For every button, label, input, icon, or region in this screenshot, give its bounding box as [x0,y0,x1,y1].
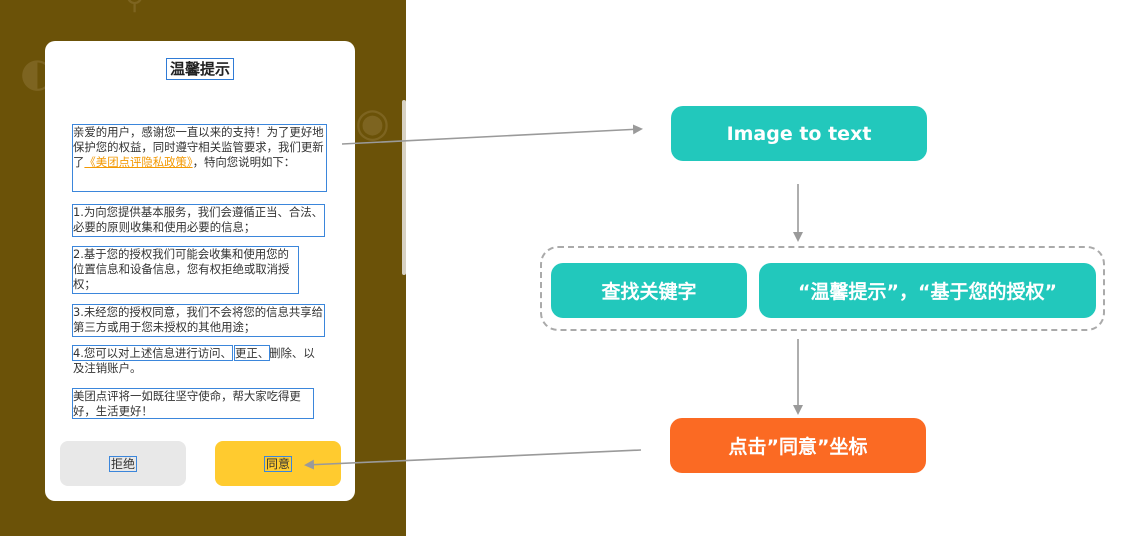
arrow-dialog-to-ocr [341,124,643,145]
keywords-node: “温馨提示”，“基于您的授权” [759,263,1096,318]
clause-3: 3.未经您的授权同意，我们不会将您的信息共享给第三方或用于您未授权的其他用途； [72,304,325,337]
arrow-click-to-agree-button [304,449,642,470]
clause-4-end: 删除、以及注销账户。 [73,346,315,375]
clause-4: 4.您可以对上述信息进行访问、更正、删除、以及注销账户。 [72,345,326,379]
closing-text: 美团点评将一如既往坚守使命，帮大家吃得更好，生活更好！ [72,388,314,419]
clause-4-boxed: 更正、 [233,345,271,361]
click-agree-node: 点击”同意”坐标 [670,418,926,473]
reject-button-label: 拒绝 [108,455,138,472]
side-scroll-tab [402,100,406,275]
app-screenshot: ⚲ ◐ ◉ 温馨提示 亲爱的用户，感谢您一直以来的支持！为了更好地保护您的权益，… [0,0,406,536]
dialog-title: 温馨提示 [166,58,234,80]
intro-text: 亲爱的用户，感谢您一直以来的支持！为了更好地保护您的权益，同时遵守相关监管要求，… [72,124,327,192]
agree-button-label: 同意 [263,455,293,472]
bicycle-icon: ⚲ [125,0,145,16]
image-to-text-node: Image to text [671,106,927,161]
keyword-search-group [540,246,1105,331]
clause-4-start: 4.您可以对上述信息进行访问、 [72,345,233,361]
privacy-dialog: 温馨提示 亲爱的用户，感谢您一直以来的支持！为了更好地保护您的权益，同时遵守相关… [45,41,355,501]
privacy-policy-link[interactable]: 《美团点评隐私政策》 [84,155,193,169]
intro-text-start: 亲爱的用户，感谢您一直以来的支持！为了更好地保护您的权益，同时遵守相关监管要求，… [73,125,324,169]
intro-text-end: ，特向您说明如下： [192,155,296,169]
clause-1: 1.为向您提供基本服务，我们会遵循正当、合法、必要的原则收集和使用必要的信息； [72,204,325,237]
agree-button[interactable]: 同意 [215,441,341,486]
find-keyword-node: 查找关键字 [551,263,747,318]
reject-button[interactable]: 拒绝 [60,441,186,486]
clause-2: 2.基于您的授权我们可能会收集和使用您的位置信息和设备信息，您有权拒绝或取消授权… [72,246,299,294]
background-decoration: ◉ [355,100,390,146]
